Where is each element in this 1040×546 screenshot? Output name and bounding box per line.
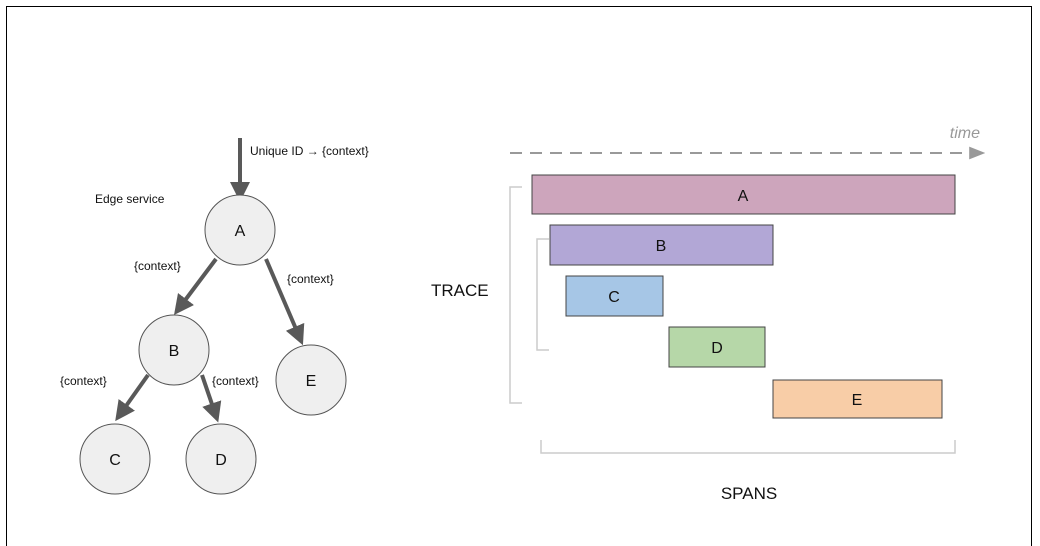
node-e: E <box>275 344 347 416</box>
span-e-label: E <box>852 392 863 409</box>
entry-label: Unique ID → {context} <box>250 144 369 158</box>
span-c: C <box>565 275 664 317</box>
trace-label: TRACE <box>431 281 489 300</box>
edge-label-a-b: {context} <box>134 259 181 273</box>
edge-a-b <box>174 257 218 315</box>
edge-service-label: Edge service <box>95 192 165 206</box>
spans-label: SPANS <box>721 484 777 503</box>
span-c-label: C <box>608 289 620 306</box>
span-d-label: D <box>711 340 723 357</box>
node-b-label: B <box>169 343 180 360</box>
node-d-label: D <box>215 452 227 469</box>
span-e: E <box>772 379 943 419</box>
trace-bracket <box>509 186 522 404</box>
node-b: B <box>138 314 210 386</box>
span-a: A <box>531 174 956 215</box>
span-b-label: B <box>656 238 667 255</box>
node-a-label: A <box>235 223 246 240</box>
node-e-label: E <box>306 373 317 390</box>
edge-a-e <box>264 258 305 346</box>
edge-b-c <box>115 373 150 422</box>
time-label: time <box>950 125 980 142</box>
span-d: D <box>668 326 766 368</box>
node-c: C <box>79 423 151 495</box>
edge-b-d <box>200 374 222 423</box>
node-d: D <box>185 423 257 495</box>
span-a-label: A <box>738 188 749 205</box>
diagram-frame <box>6 6 1032 546</box>
node-a: A <box>204 194 276 266</box>
edge-label-b-d: {context} <box>212 374 259 388</box>
spans-bracket <box>540 440 956 454</box>
edge-label-a-e: {context} <box>287 272 334 286</box>
node-c-label: C <box>109 452 121 469</box>
span-b: B <box>549 224 774 266</box>
span-b-bracket <box>536 238 549 351</box>
edge-label-b-c: {context} <box>60 374 107 388</box>
